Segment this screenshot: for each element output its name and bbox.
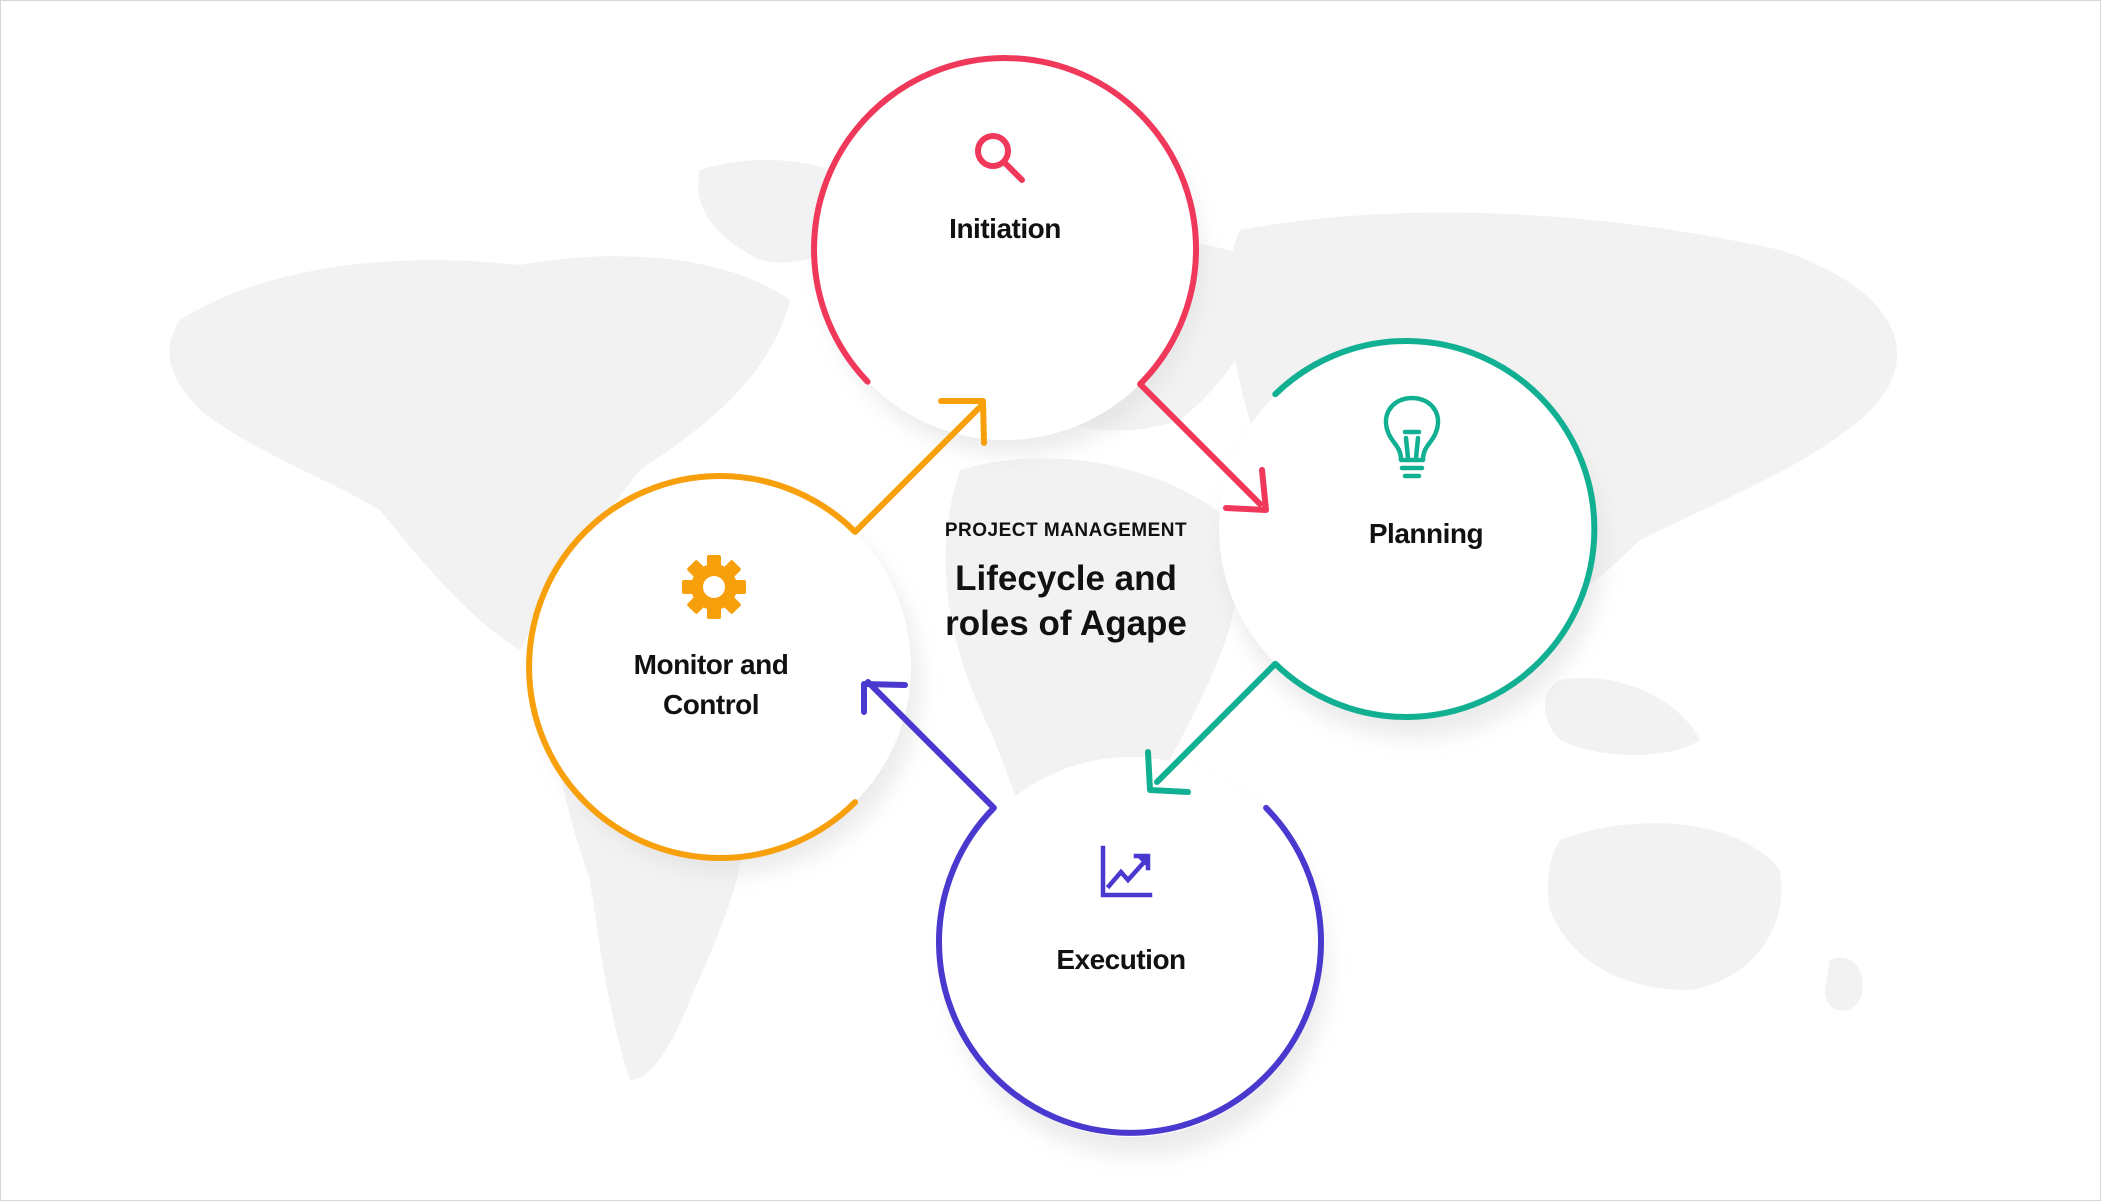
stage-label-monitor: Monitor and Control	[571, 645, 851, 725]
magnifier-icon	[975, 133, 1025, 183]
center-subtitle: PROJECT MANAGEMENT	[944, 520, 1188, 541]
circle-fills	[529, 58, 1595, 1137]
stage-label-execution: Execution	[1056, 944, 1186, 975]
center-title-line1: Lifecycle and	[955, 559, 1177, 598]
map-africa	[945, 458, 1242, 940]
planning-arrowhead	[1145, 749, 1191, 795]
stage-label-monitor-line1: Monitor and	[633, 649, 789, 680]
growth-chart-icon	[1100, 845, 1153, 898]
execution-arc	[865, 679, 1324, 1136]
monitor-arrowhead	[938, 398, 987, 446]
stage-label-monitor-line2: Control	[662, 689, 760, 720]
planning-arc	[1154, 338, 1598, 785]
center-label: PROJECT MANAGEMENT Lifecycle and roles o…	[866, 520, 1266, 646]
map-australia	[1548, 823, 1782, 990]
stage-label-initiation: Initiation	[949, 213, 1061, 244]
center-title-line2: roles of Agape	[945, 604, 1187, 643]
lightbulb-icon	[1383, 395, 1441, 479]
initiation-arrowhead	[1223, 467, 1269, 513]
map-north-america	[169, 256, 790, 650]
stage-label-planning: Planning	[1368, 518, 1484, 549]
execution-arrowhead	[861, 681, 908, 715]
gear-icon	[682, 555, 746, 619]
monitor-arc	[526, 401, 986, 861]
map-new-zealand	[1825, 957, 1863, 1011]
initiation-arc	[811, 55, 1263, 507]
center-title: Lifecycle and roles of Agape	[866, 556, 1266, 646]
map-southeast-asia	[1545, 678, 1700, 755]
